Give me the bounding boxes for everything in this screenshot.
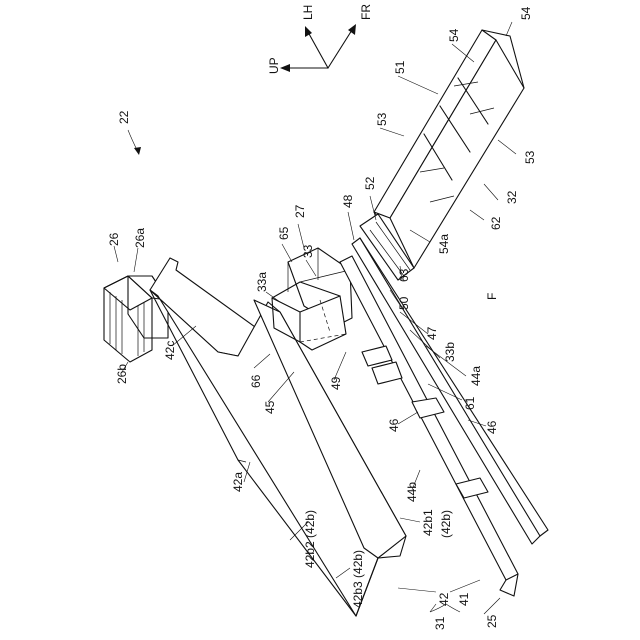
label-42b1-paren: (42b): [439, 510, 453, 538]
label-47: 47: [425, 326, 439, 340]
label-25: 25: [485, 614, 499, 628]
label-26b: 26b: [115, 364, 129, 384]
label-32: 32: [505, 190, 519, 204]
label-49: 49: [329, 376, 343, 390]
fr-label: FR: [359, 4, 373, 20]
label-33a: 33a: [255, 272, 269, 292]
label-42b2: 42b2 (42b): [303, 510, 317, 568]
label-61: 61: [463, 396, 477, 410]
figure-ref-label: 22: [117, 110, 131, 124]
label-63: 63: [397, 268, 411, 282]
label-65: 65: [277, 226, 291, 240]
label-44b: 44b: [405, 482, 419, 502]
label-F: F: [485, 293, 499, 300]
label-62: 62: [489, 216, 503, 230]
label-53-left: 53: [375, 112, 389, 126]
lh-label: LH: [301, 5, 315, 20]
label-31: 31: [433, 616, 447, 630]
label-33: 33: [301, 244, 315, 258]
label-51: 51: [393, 60, 407, 74]
direction-axes: [280, 24, 356, 72]
label-42c: 42c: [163, 341, 177, 360]
label-33b: 33b: [443, 342, 457, 362]
up-label: UP: [267, 57, 281, 74]
label-42a: 42a: [231, 472, 245, 492]
label-48: 48: [341, 194, 355, 208]
label-46-right: 46: [485, 420, 499, 434]
label-27: 27: [293, 204, 307, 218]
label-54-right: 54: [519, 6, 533, 20]
label-45: 45: [263, 400, 277, 414]
label-66: 66: [249, 374, 263, 388]
label-54-left: 54: [447, 28, 461, 42]
label-42b1: 42b1: [421, 509, 435, 536]
label-50: 50: [397, 296, 411, 310]
label-42: 42: [437, 592, 451, 606]
label-53-right: 53: [523, 150, 537, 164]
label-52: 52: [363, 176, 377, 190]
label-54a: 54a: [437, 234, 451, 254]
label-44a: 44a: [469, 366, 483, 386]
label-26: 26: [107, 232, 121, 246]
label-41: 41: [457, 592, 471, 606]
label-26a: 26a: [133, 228, 147, 248]
figure-ref-arrow: [128, 130, 141, 155]
label-46-left: 46: [387, 418, 401, 432]
label-42b3: 42b3 (42b): [351, 550, 365, 608]
